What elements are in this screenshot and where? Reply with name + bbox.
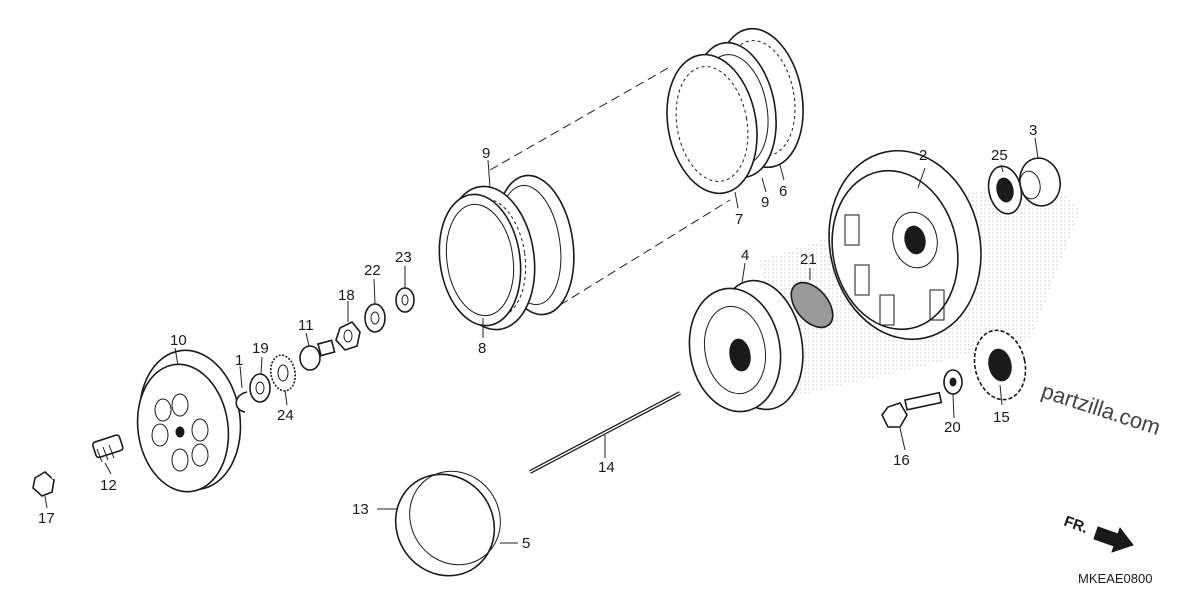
front-direction-indicator: FR. <box>1062 513 1134 553</box>
callout-17: 17 <box>38 510 55 527</box>
washer-23[interactable] <box>395 287 415 313</box>
alignment-line-upper <box>489 67 669 171</box>
watermark: partzilla.com <box>1038 378 1163 440</box>
flange-bolt-16[interactable] <box>881 391 943 428</box>
callout-14: 14 <box>598 459 615 476</box>
clutch-disc-stack-left[interactable] <box>431 170 582 335</box>
flange-bolt-17[interactable] <box>32 460 86 497</box>
callout-20: 20 <box>944 419 961 436</box>
callout-15: 15 <box>993 409 1010 426</box>
callout-4: 4 <box>741 247 749 264</box>
callout-11: 11 <box>298 317 314 334</box>
callout-23: 23 <box>395 249 412 266</box>
callout-25: 25 <box>991 147 1008 164</box>
callout-10: 10 <box>170 332 187 349</box>
callout-12: 12 <box>100 477 117 494</box>
callout-24: 24 <box>277 407 294 424</box>
lock-washer[interactable] <box>364 303 386 333</box>
callout-19: 19 <box>252 340 269 357</box>
diagram-code: MKEAE0800 <box>1078 571 1152 586</box>
washer-19[interactable] <box>249 373 271 403</box>
thrust-washer[interactable] <box>783 275 841 335</box>
callout-18: 18 <box>338 287 355 304</box>
lock-nut[interactable] <box>335 320 361 351</box>
needle-bearing[interactable] <box>984 163 1025 217</box>
callout-1: 1 <box>235 352 243 369</box>
arrow-right-icon <box>1093 526 1134 553</box>
clutch-center[interactable] <box>680 274 813 419</box>
collar[interactable] <box>1015 154 1064 209</box>
lifter-piece[interactable] <box>299 339 336 371</box>
outer-clutch-basket[interactable] <box>812 136 998 353</box>
clutch-spring[interactable] <box>91 434 124 463</box>
callout-2: 2 <box>919 147 927 164</box>
callouts: 1 2 3 4 5 6 7 8 9 9 10 11 12 13 14 15 16… <box>38 122 1037 552</box>
primary-drive-gear[interactable] <box>968 326 1031 405</box>
callout-6: 6 <box>779 183 787 200</box>
callout-22: 22 <box>364 262 381 279</box>
snap-ring[interactable] <box>235 391 248 413</box>
callout-7: 7 <box>735 211 743 228</box>
callout-3: 3 <box>1029 122 1037 139</box>
callout-9-right: 9 <box>761 194 769 211</box>
callout-9-left: 9 <box>482 145 490 162</box>
clutch-disc-stack-right[interactable] <box>657 22 814 201</box>
alignment-line-lower <box>559 199 731 306</box>
bearing-24[interactable] <box>268 353 298 393</box>
o-ring-13[interactable] <box>376 455 514 595</box>
direction-label: FR. <box>1062 513 1091 537</box>
callout-8: 8 <box>478 340 486 357</box>
pressure-plate[interactable] <box>130 344 250 498</box>
callout-16: 16 <box>893 452 910 469</box>
callout-5: 5 <box>522 535 530 552</box>
callout-21: 21 <box>800 251 817 268</box>
callout-13: 13 <box>352 501 369 518</box>
leader-lines <box>44 137 1039 544</box>
